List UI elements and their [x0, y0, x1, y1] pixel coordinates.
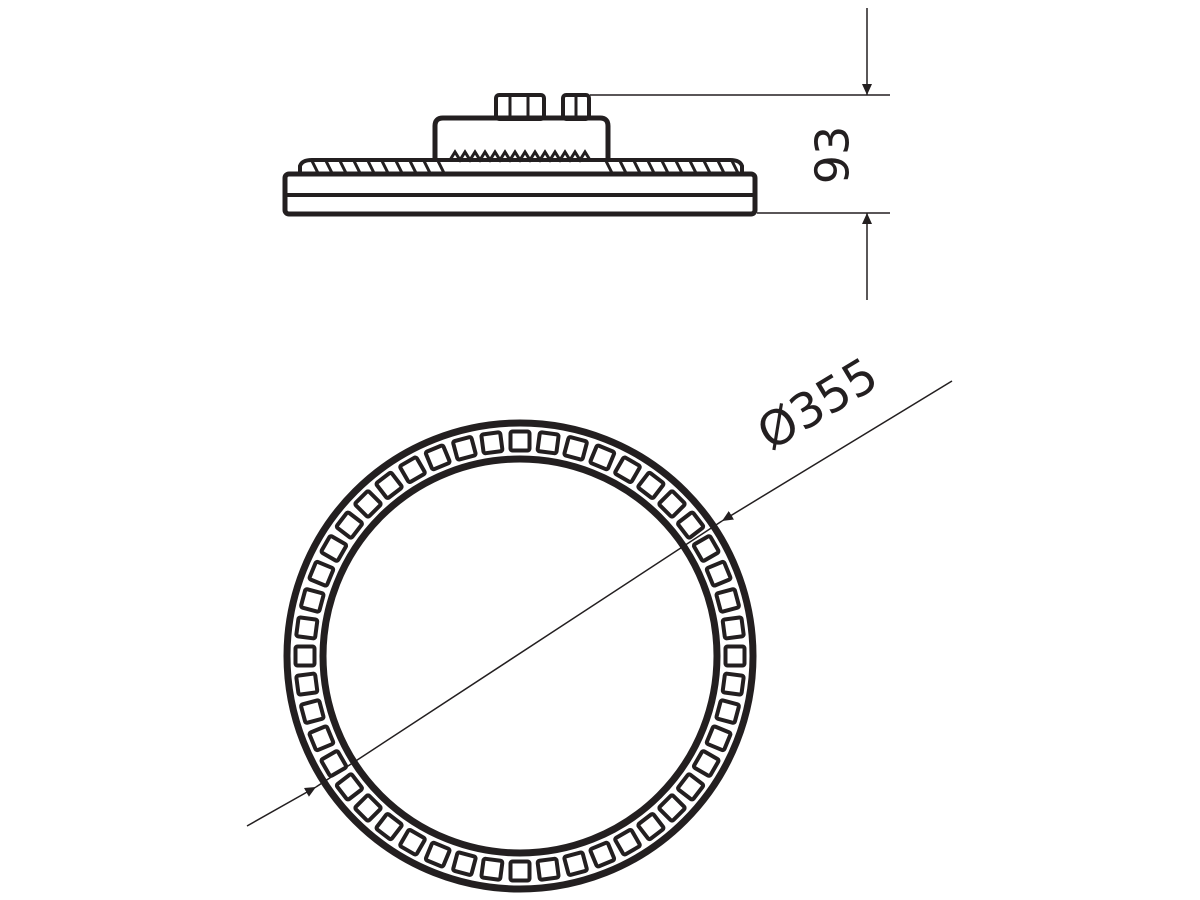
- ring-segment: [299, 698, 326, 725]
- fin-tick: [366, 160, 376, 174]
- ring-segment: [353, 793, 383, 823]
- ring-segment: [535, 856, 561, 882]
- ring-segment: [398, 455, 427, 485]
- ring-segment: [613, 827, 642, 857]
- ring-segment: [636, 470, 666, 500]
- diameter-leader-upper: [721, 380, 953, 522]
- ring-segment: [374, 470, 404, 500]
- fin-tick: [674, 160, 684, 174]
- ring-segment: [451, 435, 478, 462]
- ring-segment: [334, 772, 364, 802]
- ring-segment: [657, 793, 687, 823]
- ring-segment: [704, 724, 733, 753]
- diameter-leader-lower: [246, 786, 317, 827]
- ring-segment: [714, 587, 741, 614]
- ring-segment: [535, 430, 561, 456]
- ring-segment: [353, 489, 383, 519]
- ring-segment: [691, 534, 721, 563]
- fin-tick: [324, 160, 334, 174]
- fin-tick: [646, 160, 656, 174]
- ring-segment: [319, 534, 349, 563]
- ring-segment: [479, 430, 505, 456]
- ring-segment: [398, 827, 427, 857]
- ring-segment: [423, 840, 452, 869]
- ring-segment: [691, 749, 721, 778]
- ring-segment: [294, 671, 320, 697]
- ring-segment: [508, 859, 532, 883]
- fin-tick: [604, 160, 614, 174]
- ring-segment: [451, 850, 478, 877]
- ring-segment: [562, 850, 589, 877]
- fin-tick: [632, 160, 642, 174]
- ring-segment: [562, 435, 589, 462]
- ring-segment: [720, 671, 746, 697]
- fin-tick: [730, 160, 740, 174]
- ring-segment: [423, 443, 452, 472]
- ring-segment: [293, 644, 317, 668]
- fin-tick: [394, 160, 404, 174]
- ring-segment: [588, 443, 617, 472]
- ring-segment: [720, 615, 746, 641]
- ring-segment: [676, 510, 706, 540]
- fin-tick: [702, 160, 712, 174]
- ring-segment: [636, 812, 666, 842]
- ring-segment: [299, 587, 326, 614]
- ring-segment: [508, 429, 532, 453]
- ring-segment: [307, 559, 336, 588]
- ring-segment: [676, 772, 706, 802]
- diameter-line: [315, 520, 723, 788]
- diameter-dimension-label: Ø355: [748, 347, 888, 462]
- fin-tick: [716, 160, 726, 174]
- ring-segment: [307, 724, 336, 753]
- fin-tick: [352, 160, 362, 174]
- base-plate: [282, 171, 758, 217]
- ring-segment: [294, 615, 320, 641]
- ring-segment: [704, 559, 733, 588]
- outer-ring-edge: [283, 419, 757, 893]
- ring-segment: [374, 812, 404, 842]
- connector-right: [561, 93, 591, 121]
- top-view: [283, 419, 757, 893]
- height-dimension-label: 93: [806, 126, 860, 185]
- fin-ticks: [310, 160, 740, 174]
- height-dimension: 93: [590, 8, 890, 300]
- fin-tick: [660, 160, 670, 174]
- fin-tick: [408, 160, 418, 174]
- ring-segment: [657, 489, 687, 519]
- fin-tick: [310, 160, 320, 174]
- ring-segment: [723, 644, 747, 668]
- ring-segment: [588, 840, 617, 869]
- ring-segment: [479, 856, 505, 882]
- side-view: [282, 93, 758, 217]
- driver-housing: [432, 115, 611, 160]
- housing-ridges: [448, 149, 592, 163]
- fin-tick: [688, 160, 698, 174]
- fin-tick: [618, 160, 628, 174]
- connector-left: [494, 93, 546, 121]
- ring-segments: [293, 429, 747, 883]
- fin-tick: [338, 160, 348, 174]
- fin-tick: [422, 160, 432, 174]
- ring-segment: [714, 698, 741, 725]
- inner-ring-edge: [319, 455, 721, 857]
- fin-tick: [436, 160, 446, 174]
- ring-segment: [613, 455, 642, 485]
- ring-segment: [334, 510, 364, 540]
- fin-tick: [380, 160, 390, 174]
- ring-segment: [319, 749, 349, 778]
